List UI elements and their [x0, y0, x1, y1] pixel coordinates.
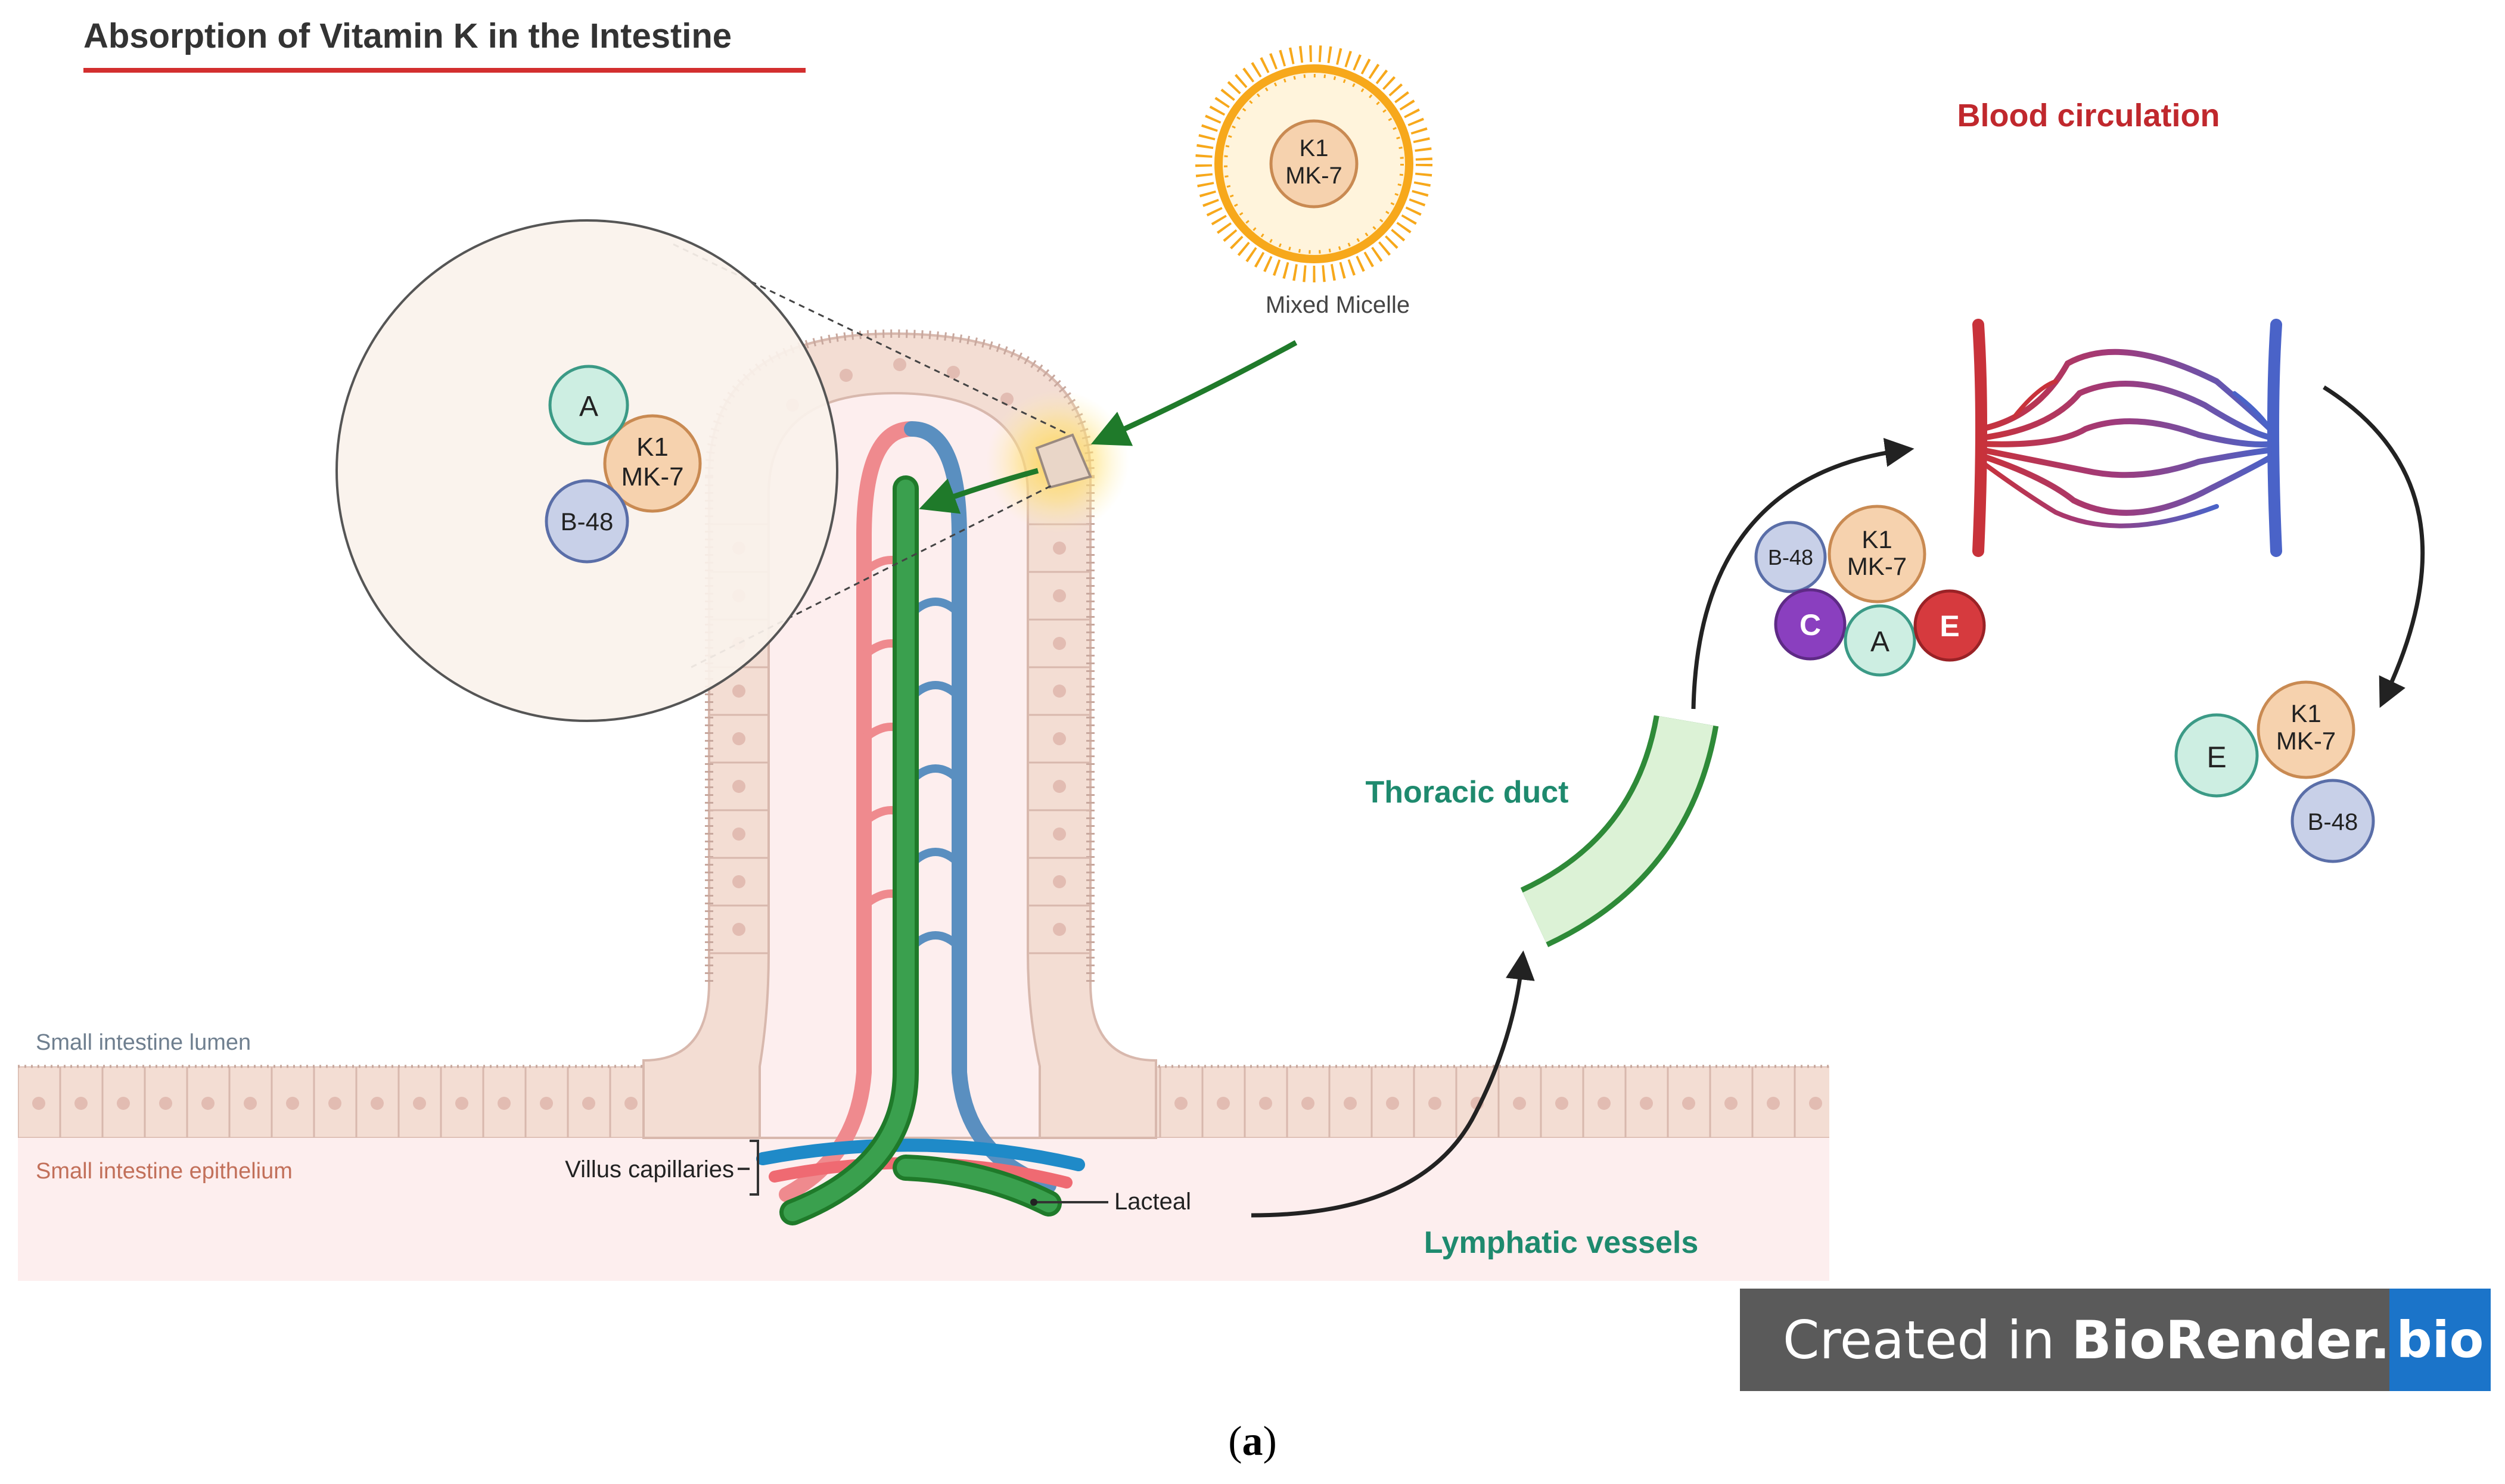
caption-close: )	[1263, 1418, 1277, 1464]
chylomicron-transport: K1 MK-7 B-48 C A E	[1754, 505, 1986, 677]
mixed-micelle-icon: K1 MK-7	[1195, 45, 1432, 282]
caption-open: (	[1228, 1418, 1242, 1464]
micelle-k1-label: K1	[1300, 135, 1329, 161]
apo-e-label: E	[2206, 741, 2226, 774]
thoracic-duct-icon	[1520, 714, 1719, 947]
highlighted-enterocyte	[1035, 433, 1092, 489]
caption-letter: a	[1242, 1418, 1263, 1464]
mk7-label: MK-7	[2276, 727, 2336, 755]
apo-b48-label: B-48	[561, 508, 614, 536]
apo-e-label: E	[1940, 609, 1959, 643]
villus-capillaries-network	[756, 421, 1085, 1202]
apo-b48-label: B-48	[2308, 809, 2358, 835]
chylomicron-remnant: K1 MK-7 E B-48	[2174, 680, 2375, 863]
apo-b48-molecule	[545, 479, 629, 564]
lacteal-to-duct-arrow	[1251, 950, 1535, 1218]
vitamin-k-molecule	[2257, 680, 2355, 779]
zoom-circle	[335, 219, 838, 722]
biorender-badge[interactable]: Created in BioRender.com bio	[1740, 1289, 2505, 1391]
mixed-micelle-label: Mixed Micelle	[1266, 292, 1410, 318]
apo-a-label: A	[579, 391, 598, 422]
duct-to-circulation-arrow	[1691, 438, 1915, 710]
apo-b48-label: B-48	[1768, 545, 1813, 570]
villus-capillaries-label: Villus capillaries	[565, 1156, 734, 1183]
k1-label: K1	[636, 433, 669, 462]
apo-e-molecule	[2174, 713, 2259, 798]
vitamin-k-molecule	[603, 414, 702, 513]
blood-circulation-label: Blood circulation	[1957, 98, 2220, 133]
biorender-logo-icon: bio	[2389, 1289, 2491, 1391]
capillaries-bracket	[738, 1140, 759, 1196]
epithelium-label: Small intestine epithelium	[36, 1159, 293, 1184]
micelle-to-enterocyte-arrow	[1090, 340, 1298, 446]
figure-caption: (a)	[0, 1418, 2505, 1466]
lacteal-label: Lacteal	[1114, 1189, 1191, 1215]
vitamin-k-molecule	[1828, 505, 1926, 603]
brand-prefix: Created in	[1783, 1309, 2072, 1371]
apo-b48-molecule	[1754, 521, 1827, 593]
apo-a-molecule	[548, 365, 629, 446]
page-title: Absorption of Vitamin K in the Intestine	[83, 17, 732, 55]
k1-label: K1	[2290, 699, 2321, 727]
capillary-network-icon	[1972, 319, 2282, 557]
k1-label: K1	[1861, 525, 1892, 553]
lacteal	[779, 475, 1062, 1225]
lacteal-pointer-dot	[1030, 1199, 1037, 1206]
enterocyte-to-lacteal-arrow	[919, 468, 1039, 514]
micelle-mk7-label: MK-7	[1285, 163, 1342, 189]
lymphatic-vessels-label: Lymphatic vessels	[1424, 1225, 1699, 1260]
apo-c-molecule	[1774, 588, 1847, 661]
zoom-line-top	[673, 243, 1070, 436]
mk7-label: MK-7	[621, 462, 683, 491]
chylomicron-zoom: K1 MK-7 A B-48	[545, 365, 702, 564]
mk7-label: MK-7	[1847, 552, 1907, 580]
apo-a-label: A	[1870, 626, 1889, 658]
apo-b48-molecule	[2290, 779, 2375, 863]
apo-c-label: C	[1800, 608, 1821, 642]
lumen-label: Small intestine lumen	[36, 1030, 251, 1055]
apo-a-molecule	[1844, 604, 1916, 677]
circulation-to-remnant-arrow	[2323, 385, 2425, 708]
thoracic-duct-label: Thoracic duct	[1366, 775, 1569, 810]
apo-e-molecule	[1913, 589, 1986, 662]
